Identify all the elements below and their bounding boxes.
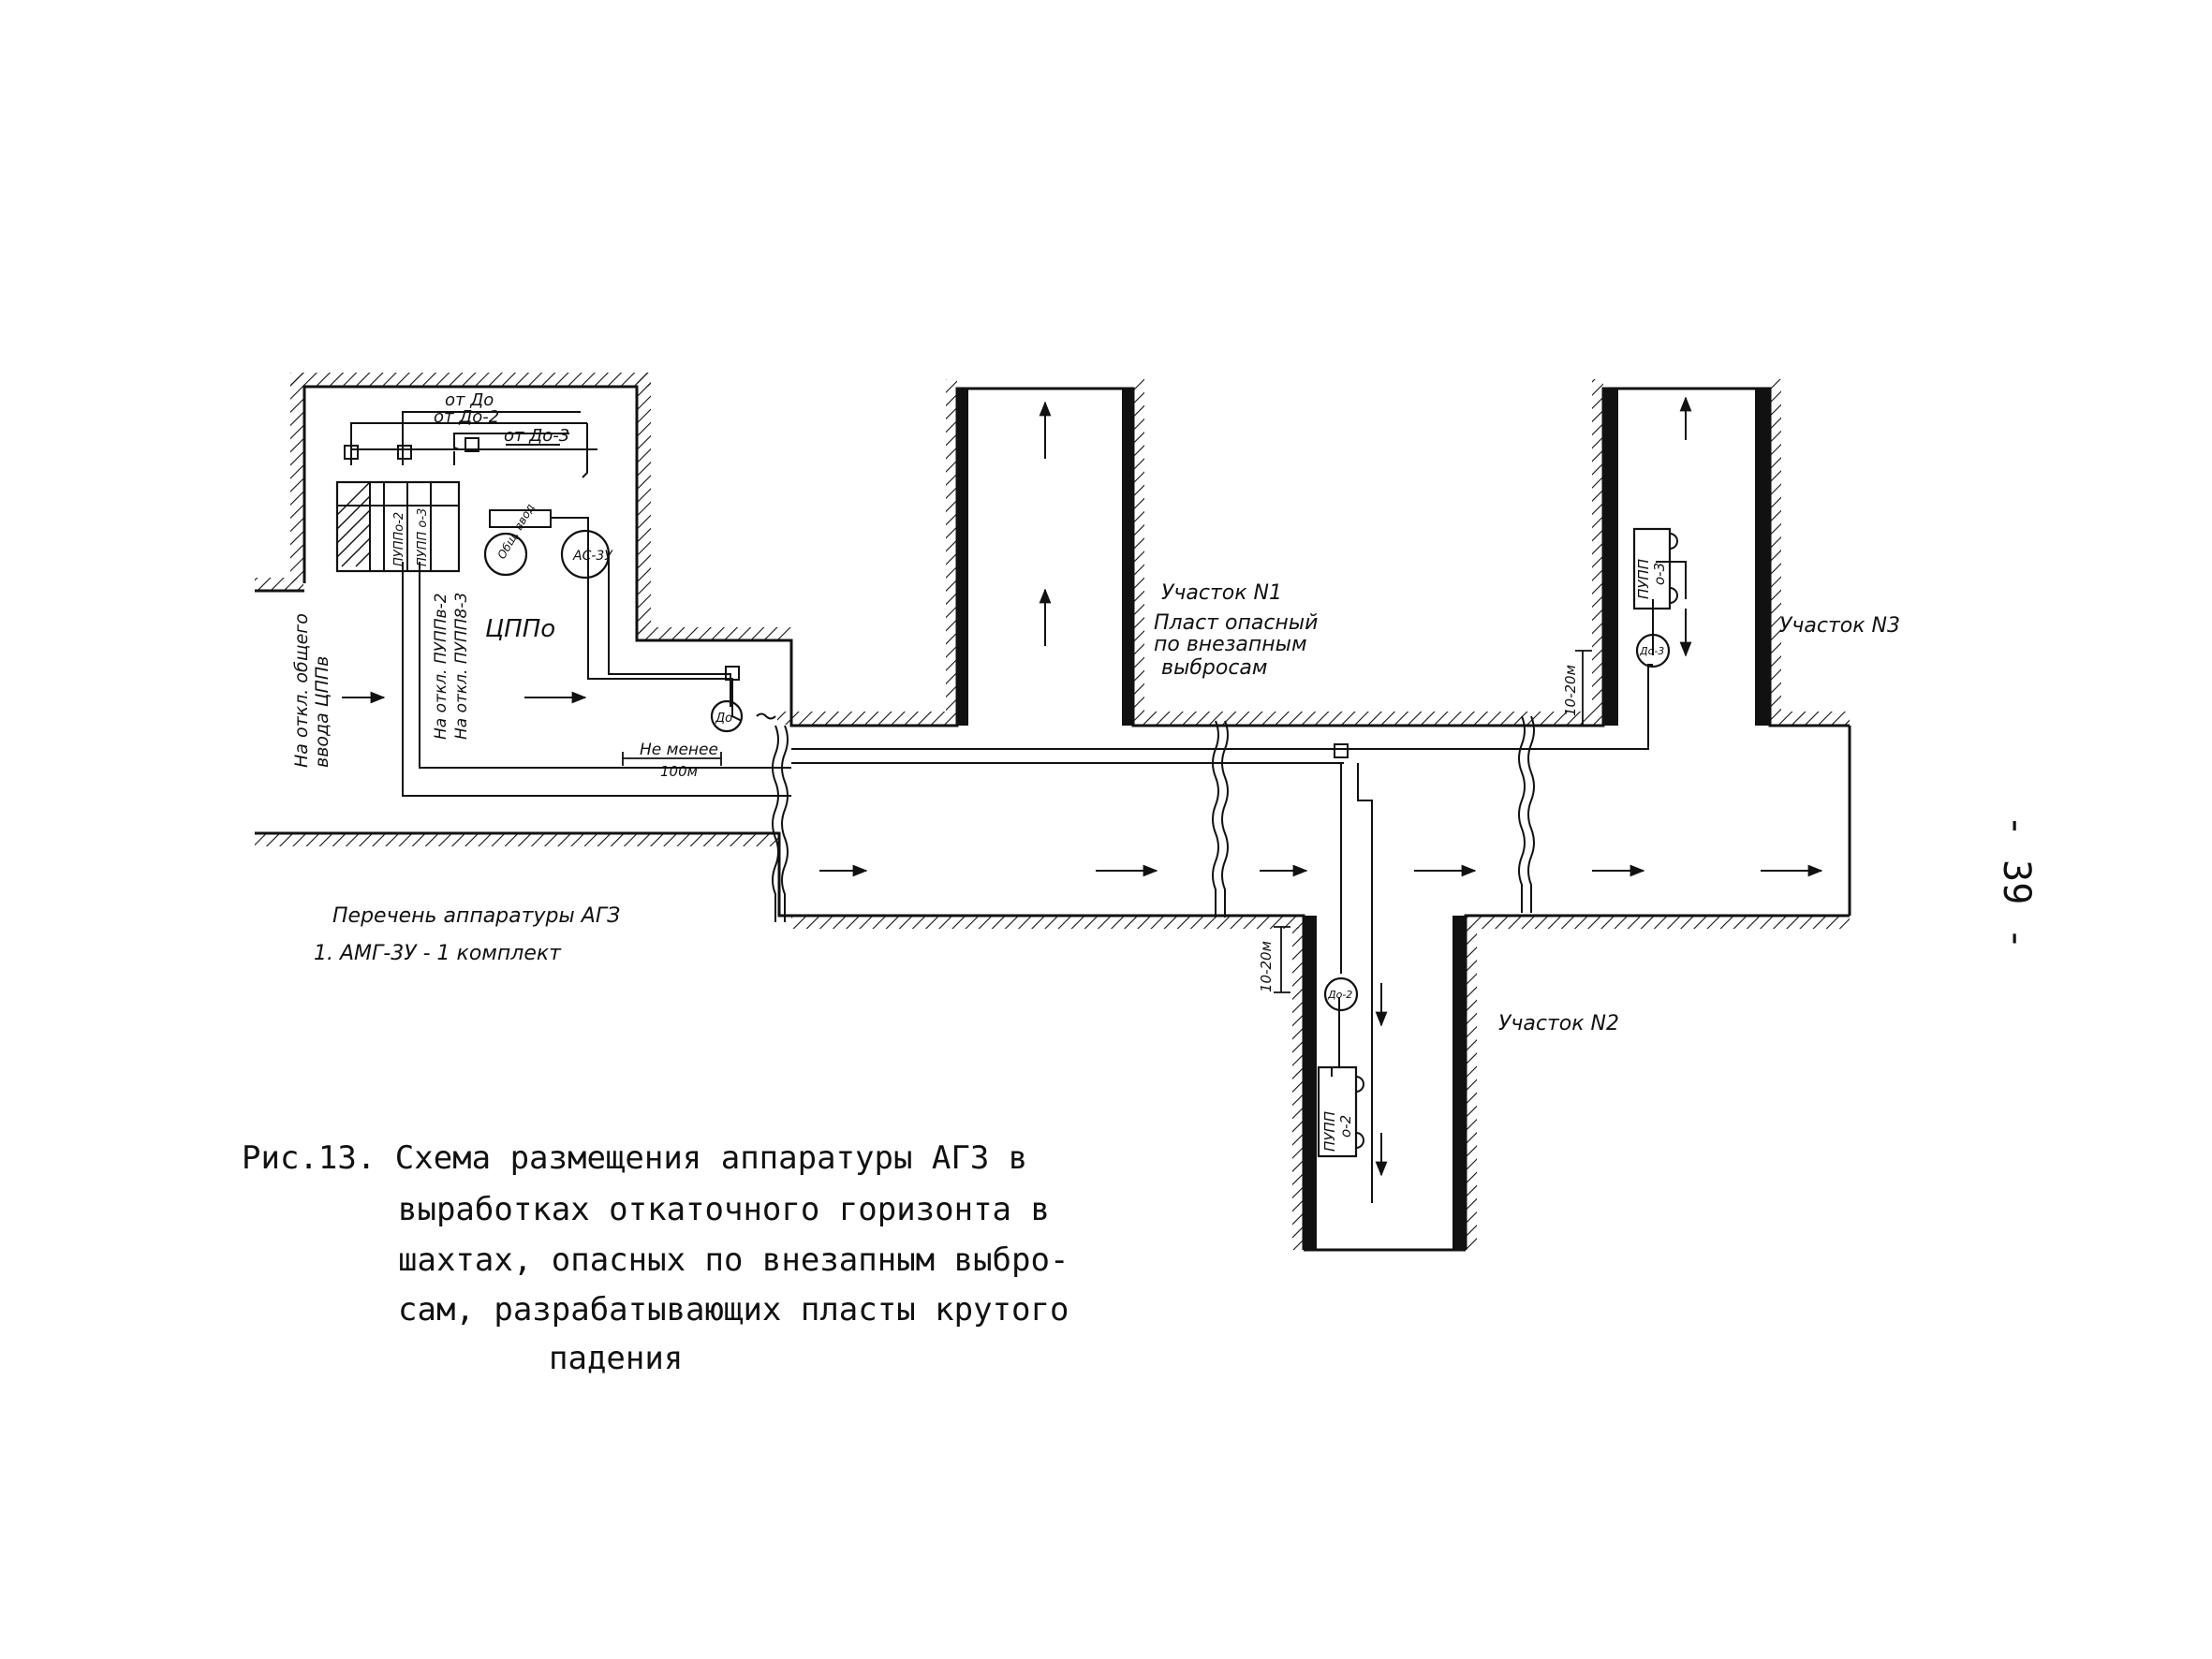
label-pupp-o3-vertical: ПУПП о-3 [416, 508, 430, 566]
airflow-arrows [342, 396, 1823, 1177]
caption-line5: падения [549, 1340, 683, 1377]
label-vvoda-cppv: ввода ЦППв [312, 656, 332, 768]
label-o2-s2: о-2 [1337, 1115, 1354, 1138]
label-uchastok3: Участок N3 [1779, 614, 1900, 638]
label-from-do2: от До-2 [434, 407, 499, 427]
label-do2: До-2 [1327, 989, 1352, 1001]
label-dist-10-20-s3: 10-20м [1562, 665, 1579, 716]
caption-line3: шахтах, опасных по внезапным выбро- [398, 1241, 1069, 1279]
sensor-do3 [1635, 633, 1671, 668]
relay-box [465, 437, 479, 452]
cpp-equipment [335, 437, 731, 707]
label-do3: До-3 [1639, 645, 1664, 657]
page-number: - 39 - [1995, 815, 2038, 950]
common-input-circle [483, 532, 528, 577]
label-from-do3: от До-3 [504, 426, 569, 446]
label-dist-10-20-s2: 10-20м [1258, 941, 1275, 992]
caption-line1: Рис.13. Схема размещения аппаратуры АГЗ … [242, 1139, 1027, 1177]
label-cppo: ЦППо [485, 615, 555, 643]
label-plast-line3: выбросам [1161, 656, 1268, 680]
label-o3-s3: о-3 [1651, 563, 1668, 585]
equipment-list-item: 1. АМГ-3У - 1 комплект [314, 942, 562, 965]
rock-hatching [255, 373, 1850, 1250]
pupp-o3-unit [1632, 527, 1678, 610]
sensor-do [710, 666, 776, 733]
label-plast-line1: Пласт опасный [1154, 611, 1318, 635]
label-dist-100: 100м [660, 763, 698, 780]
label-pupp-s2: ПУПП [1321, 1111, 1338, 1152]
switchgear-block [335, 480, 461, 573]
shaft-linings [957, 389, 1770, 1250]
dimension-marks [622, 650, 1592, 993]
label-uchastok2: Участок N2 [1498, 1012, 1619, 1035]
caption-line4: сам, разрабатывающих пласты крутого [398, 1291, 1069, 1329]
relay-box [397, 445, 412, 460]
label-plast-line2: по внезапным [1154, 633, 1307, 656]
caption-line2: выработках откаточного горизонта в [398, 1191, 1050, 1228]
label-na-otkl-obsh: На откл. общего [291, 613, 312, 768]
relay-box [344, 445, 359, 460]
pupp-o2-unit [1317, 1065, 1364, 1158]
equipment-list-title: Перечень аппаратуры АГЗ [332, 904, 620, 928]
label-pupp-s3: ПУПП [1635, 559, 1652, 599]
label-as3u: АС-3У [572, 549, 613, 564]
label-from-do: от До [445, 390, 494, 410]
label-ne-menee: Не менее [640, 741, 718, 759]
label-pupp-o2-vertical: ПУППо-2 [392, 512, 406, 566]
label-do: До [715, 712, 732, 726]
sensor-do2 [1323, 743, 1359, 1012]
cables [350, 411, 1687, 1203]
label-na-otkl-pupp3: На откл. ПУПП8-3 [452, 593, 471, 740]
label-uchastok1: Участок N1 [1161, 581, 1282, 605]
label-na-otkl-pupp2: На откл. ПУППв-2 [432, 593, 450, 740]
